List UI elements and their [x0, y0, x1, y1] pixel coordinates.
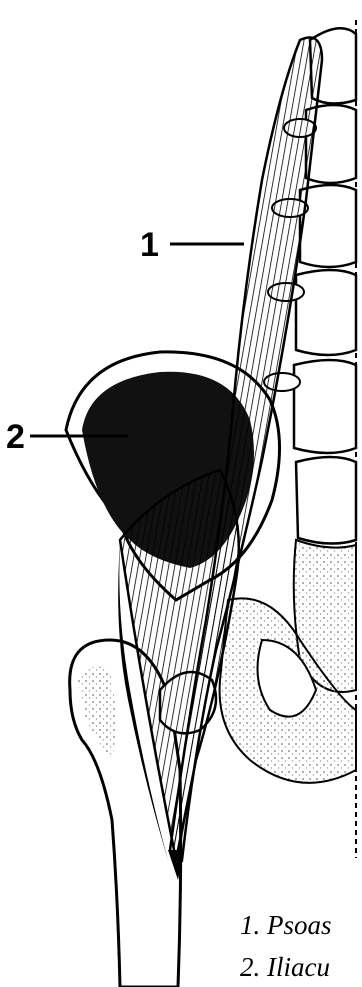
- callout-1: 1: [140, 228, 159, 262]
- legend-item-2: 2. Iliacu: [240, 952, 330, 983]
- legend-number: 1.: [240, 910, 260, 940]
- legend-number: 2.: [240, 952, 260, 982]
- legend-text: Iliacu: [267, 952, 330, 982]
- legend-text: Psoas: [267, 910, 332, 940]
- callout-2: 2: [6, 420, 25, 454]
- legend-item-1: 1. Psoas: [240, 910, 332, 941]
